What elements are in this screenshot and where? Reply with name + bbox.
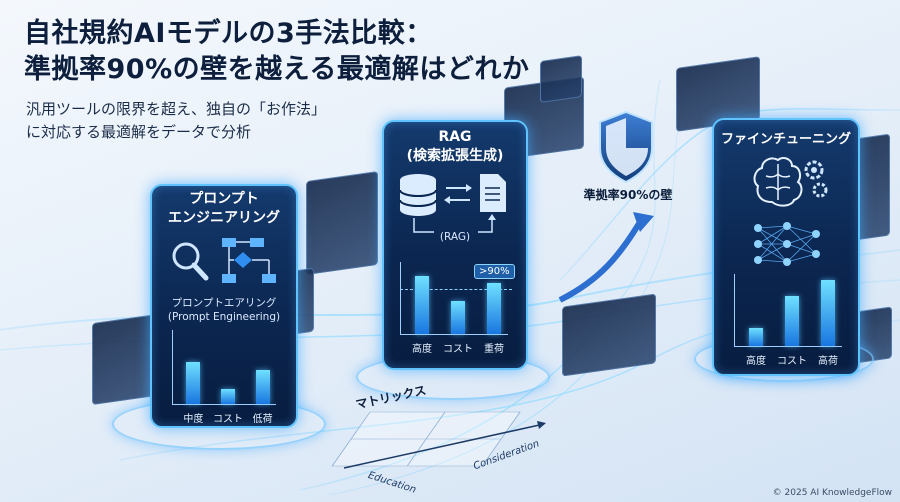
chart-category-label: コスト bbox=[777, 356, 807, 367]
card-title: プロンプト エンジニアリング bbox=[152, 190, 296, 228]
card-title: RAG (検索拡張生成) bbox=[384, 128, 526, 166]
chart-bar bbox=[821, 280, 835, 346]
chart-bar bbox=[186, 362, 201, 404]
card-rag: RAG (検索拡張生成) (RAG) >90% 高度コスト重荷 bbox=[382, 120, 528, 370]
card-fine-tuning: ファインチューニング 高度コスト高荷 bbox=[712, 118, 860, 376]
subtitle-line-2: に対応する最適解をデータで分析 bbox=[26, 123, 252, 141]
chart-bar bbox=[785, 296, 799, 346]
code-panel-decoration bbox=[306, 170, 378, 276]
shield-label: 準拠率90%の壁 bbox=[583, 188, 673, 202]
subtitle: 汎用ツールの限界を超え、独自の「お作法」 に対応する最適解をデータで分析 bbox=[26, 98, 326, 144]
chart-category-label: コスト bbox=[443, 344, 473, 355]
neural-network-icon bbox=[754, 222, 820, 266]
chart-category-label: コスト bbox=[213, 414, 243, 425]
card-title-line-2: (検索拡張生成) bbox=[406, 148, 504, 164]
card-caption: (RAG) bbox=[384, 230, 526, 244]
matrix-diagram bbox=[331, 411, 546, 469]
chart-category-label: 中度 bbox=[183, 414, 204, 425]
chart-bar bbox=[487, 283, 501, 334]
brain-gear-icon bbox=[753, 157, 828, 207]
shield-icon bbox=[599, 110, 653, 184]
threshold-badge: >90% bbox=[474, 264, 515, 279]
chart-bar bbox=[255, 370, 270, 404]
chart-x-axis bbox=[734, 346, 842, 347]
card-caption-line-2: (Prompt Engineering) bbox=[167, 311, 281, 323]
chart-y-axis bbox=[172, 330, 173, 404]
card-caption-line-1: プロンプトエアリング bbox=[171, 297, 277, 309]
chart-x-axis bbox=[400, 334, 508, 335]
subtitle-line-1: 汎用ツールの限界を超え、独自の「お作法」 bbox=[26, 100, 327, 118]
chart-y-axis bbox=[400, 262, 401, 334]
chart-category-label: 高荷 bbox=[818, 356, 838, 367]
card-title-line-1: RAG bbox=[438, 129, 472, 145]
page-title-line-2: 準拠率90%の壁を越える最適解はどれか bbox=[24, 54, 530, 85]
chart-bar bbox=[749, 328, 763, 346]
database-document-icon bbox=[399, 174, 506, 233]
chart-category-label: 高度 bbox=[746, 356, 766, 367]
card-title-line-1: プロンプト bbox=[189, 191, 259, 207]
chart-bar bbox=[451, 301, 465, 334]
card-prompt-engineering: プロンプト エンジニアリング プロンプトエアリング (Prompt Engine… bbox=[150, 184, 298, 428]
card-caption: プロンプトエアリング (Prompt Engineering) bbox=[152, 296, 296, 324]
chart-category-label: 高度 bbox=[412, 344, 432, 355]
chart-bar bbox=[221, 389, 235, 404]
footer-copyright: © 2025 AI KnowledgeFlow bbox=[772, 488, 892, 498]
card-title: ファインチューニング bbox=[720, 132, 851, 147]
chart-bar bbox=[415, 276, 429, 334]
page-title: 自社規約AIモデルの3手法比較： 準拠率90%の壁を越える最適解はどれか bbox=[24, 16, 529, 88]
card-caption-line-1: (RAG) bbox=[439, 231, 471, 243]
code-panel-decoration bbox=[562, 293, 656, 377]
chart-category-label: 低荷 bbox=[252, 414, 273, 425]
page-title-line-1: 自社規約AIモデルの3手法比較： bbox=[24, 18, 433, 49]
chart-y-axis bbox=[734, 274, 735, 346]
threshold-line bbox=[400, 289, 512, 290]
card-title-line-2: エンジニアリング bbox=[168, 210, 280, 226]
code-panel-decoration bbox=[540, 55, 582, 103]
chart-category-label: 重荷 bbox=[484, 344, 504, 355]
chart-x-axis bbox=[172, 404, 276, 405]
magnifier-flowchart-icon bbox=[172, 238, 276, 283]
